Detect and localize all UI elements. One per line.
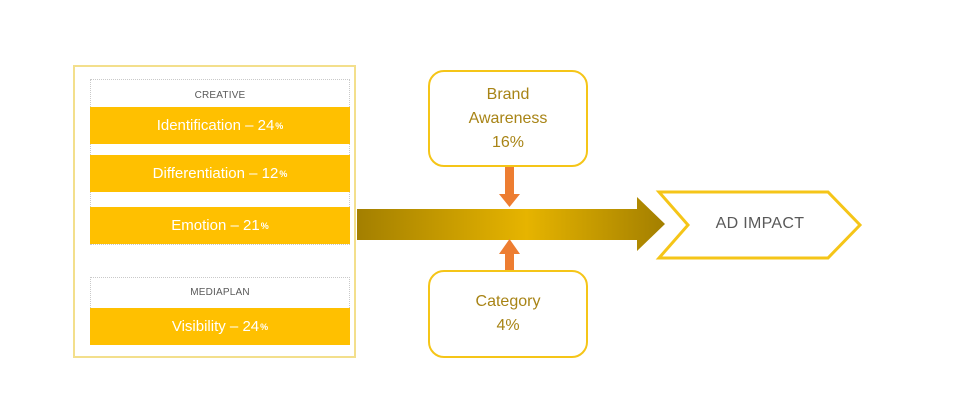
factor-name: Identification <box>156 117 241 134</box>
factor-unit: % <box>279 168 288 179</box>
drivers-container <box>73 65 356 358</box>
factor-percent: 24 <box>257 117 275 134</box>
factor-bar-identification: Identification – 24% <box>90 107 350 144</box>
creative-section-label: CREATIVE <box>194 90 246 101</box>
factor-name: Visibility <box>171 318 226 335</box>
brand-awareness-arrow <box>499 167 520 207</box>
factor-bar-differentiation: Differentiation – 12% <box>90 155 350 192</box>
ad-impact-chevron <box>655 190 863 260</box>
factor-percent: 12 <box>261 165 279 182</box>
brand-awareness-box: Brand Awareness 16% <box>428 70 588 167</box>
brand-awareness-line1: Brand <box>486 85 530 103</box>
mediaplan-section-label: MEDIAPLAN <box>190 287 250 298</box>
ad-impact-label: AD IMPACT <box>715 215 805 232</box>
factor-bar-visibility: Visibility – 24% <box>90 308 350 345</box>
factor-separator: – <box>244 165 262 182</box>
category-box: Category 4% <box>428 270 588 358</box>
brand-awareness-line2: Awareness <box>468 109 548 127</box>
factor-separator: – <box>226 217 243 234</box>
factor-unit: % <box>275 120 284 131</box>
factor-unit: % <box>260 220 269 231</box>
category-arrow <box>499 239 520 283</box>
factor-separator: – <box>240 117 258 134</box>
factor-bar-emotion: Emotion – 21% <box>90 207 350 244</box>
factor-name: Emotion <box>171 217 227 234</box>
factor-percent: 21 <box>243 217 260 234</box>
factor-name: Differentiation <box>152 165 245 182</box>
factor-unit: % <box>260 321 269 332</box>
factor-percent: 24 <box>242 318 260 335</box>
category-value: 4% <box>496 317 520 334</box>
main-flow-arrow <box>357 197 665 251</box>
category-line1: Category <box>475 293 541 310</box>
brand-awareness-value: 16% <box>491 133 525 151</box>
factor-separator: – <box>225 318 243 335</box>
